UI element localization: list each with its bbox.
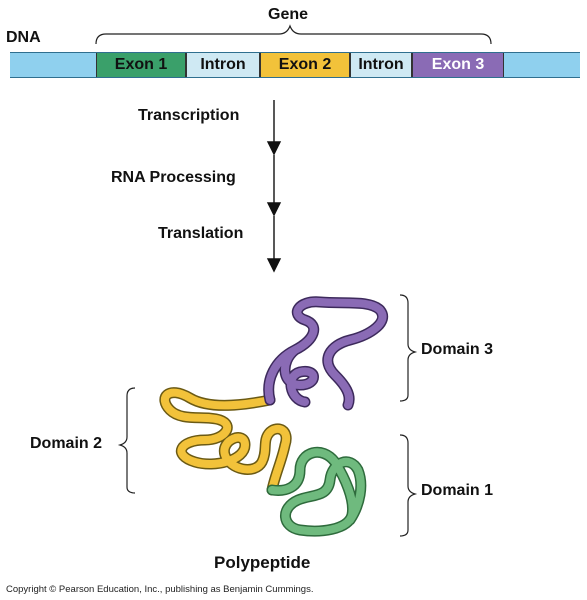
segment-intron-1: Intron — [186, 53, 260, 77]
segment-exon-3: Exon 3 — [412, 53, 504, 77]
gene-bracket — [95, 24, 492, 45]
domain-3-chain — [263, 296, 388, 411]
domain-2-bracket — [117, 387, 136, 494]
copyright-text: Copyright © Pearson Education, Inc., pub… — [6, 584, 314, 595]
step-rna-processing: RNA Processing — [111, 169, 236, 186]
segment-exon-2: Exon 2 — [260, 53, 350, 77]
segment-intron-2: Intron — [350, 53, 412, 77]
step-transcription: Transcription — [138, 107, 240, 124]
domain-1-chain — [266, 446, 367, 537]
dna-bar: Exon 1 Intron Exon 2 Intron Exon 3 — [10, 52, 580, 78]
polypeptide-label: Polypeptide — [214, 553, 311, 572]
domain-1-bracket — [399, 434, 418, 537]
process-arrows — [266, 100, 282, 273]
gene-label: Gene — [268, 6, 309, 23]
domain-2-chain — [159, 387, 292, 496]
domain-2-label: Domain 2 — [30, 435, 103, 452]
segment-exon-1: Exon 1 — [96, 53, 186, 77]
domain-3-bracket — [399, 294, 418, 402]
domain-3-label: Domain 3 — [421, 341, 494, 358]
dna-label: DNA — [6, 29, 41, 46]
step-translation: Translation — [158, 225, 244, 242]
domain-1-label: Domain 1 — [421, 482, 494, 499]
